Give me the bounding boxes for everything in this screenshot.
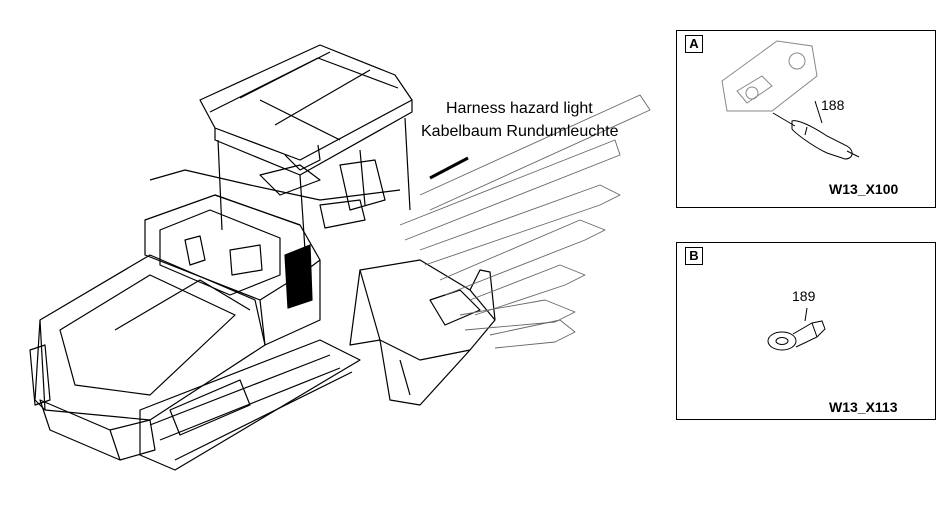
crawler-tracks xyxy=(139,339,361,471)
screed xyxy=(349,259,496,406)
front-bumper xyxy=(39,399,156,461)
cab-frame xyxy=(149,117,411,251)
detail-letter-b: B xyxy=(685,247,703,265)
hopper xyxy=(29,254,266,421)
harness-label-german: Kabelbaum Rundumleuchte xyxy=(421,123,619,140)
part-number-188: 188 xyxy=(821,97,845,113)
operator-console xyxy=(259,159,386,229)
part-number-189: 189 xyxy=(792,288,816,304)
roof-canopy xyxy=(199,44,413,176)
detail-box-a: A 188 W13_X100 xyxy=(676,30,936,208)
harness-leader-line xyxy=(429,156,469,180)
detail-letter-a: A xyxy=(685,35,703,53)
detail-box-b: B 189 W13_X113 xyxy=(676,242,936,420)
connector-code-w13-x113: W13_X113 xyxy=(829,399,898,415)
connector-code-w13-x100: W13_X100 xyxy=(829,181,899,197)
harness-label-english: Harness hazard light xyxy=(446,100,593,117)
ring-terminal-icon xyxy=(767,307,826,351)
harness-callout-arrows xyxy=(399,94,651,349)
engine-body xyxy=(144,194,321,346)
wire-pin-connector-icon xyxy=(721,40,860,160)
